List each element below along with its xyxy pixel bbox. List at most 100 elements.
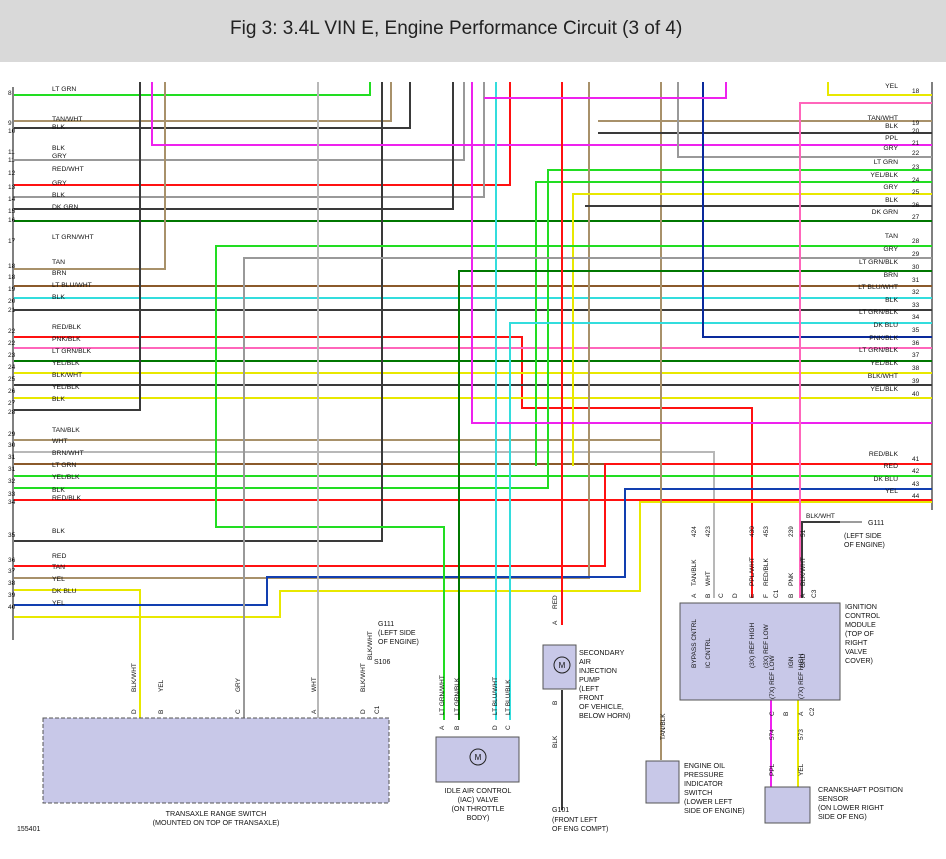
- left-wire-label: GRY: [52, 180, 67, 187]
- icm-pin-letter: C: [718, 593, 725, 598]
- ground-name: G101: [552, 807, 569, 814]
- right-wire-label: PPL: [885, 135, 898, 142]
- oil-switch-wire-label: TAN/BLK: [660, 713, 667, 740]
- wire-red-blk: [14, 336, 753, 598]
- wire-tan-blk: [14, 82, 662, 441]
- right-wire-label: LT GRN: [874, 159, 898, 166]
- left-pin-number: 21: [8, 307, 16, 314]
- icm-ground-wire-label: BLK/WHT: [806, 513, 835, 520]
- left-pin-number: 30: [8, 442, 16, 449]
- wire-lt-grn: [14, 82, 371, 96]
- right-wire-label: BRN: [884, 272, 898, 279]
- wire-blk-5: [14, 82, 383, 542]
- wire-red-wht: [14, 82, 511, 186]
- wire-yel-blk-3: [14, 169, 932, 489]
- trs-pin-letter: B: [158, 710, 165, 714]
- left-pin-number: 25: [8, 376, 16, 383]
- left-pin-number: 11: [8, 157, 15, 164]
- icm-pin-letter: C1: [773, 589, 780, 598]
- oil-switch-caption: INDICATOR: [684, 779, 723, 788]
- icm-circuit: 51: [800, 529, 807, 537]
- left-pin-number: 11: [8, 149, 15, 156]
- left-wire-label: YEL/BLK: [52, 360, 80, 367]
- icm-wire-color: PPL: [769, 763, 776, 776]
- wire-r-dk-blu: [702, 82, 932, 338]
- left-pin-number: 23: [8, 352, 16, 359]
- right-pin-number: 19: [912, 120, 920, 127]
- wire-wht: [14, 451, 715, 598]
- icm-pin-letter: B: [783, 712, 790, 716]
- oil-switch-caption: SIDE OF ENGINE): [684, 806, 745, 815]
- left-wire-label: RED/WHT: [52, 166, 84, 173]
- left-pin-number: 8: [8, 90, 12, 97]
- wire-dk-blu: [14, 488, 932, 606]
- air-pump-caption: (LEFT: [579, 684, 600, 693]
- left-wire-label: YEL/BLK: [52, 384, 80, 391]
- icm-pin-func: (7X) REF HIGH: [798, 654, 805, 699]
- left-pin-number: 40: [8, 604, 16, 611]
- right-pin-number: 31: [912, 277, 920, 284]
- left-pin-number: 18: [8, 274, 16, 281]
- right-wire-label: DK BLU: [873, 322, 898, 329]
- diagram-frame: [12, 82, 933, 640]
- iac-wire-color: LT BLU/BLK: [505, 679, 512, 715]
- right-pin-number: 21: [912, 140, 920, 147]
- icm-wire-color: YEL: [798, 763, 805, 776]
- air-pump-caption: BELOW HORN): [579, 711, 631, 720]
- left-pin-number: 31: [8, 466, 16, 473]
- left-wire-label: BLK: [52, 294, 65, 301]
- iac-wire-color: LT BLU/WHT: [492, 677, 499, 715]
- iac-caption: IDLE AIR CONTROL: [445, 786, 512, 795]
- figure-id: 155401: [17, 826, 40, 833]
- right-pin-number: 28: [912, 238, 920, 245]
- icm-title: VALVE: [845, 647, 867, 656]
- left-pin-number: 13: [8, 184, 16, 191]
- right-pin-number: 37: [912, 352, 920, 359]
- left-pin-number: 34: [8, 499, 16, 506]
- ground-location: OF ENGINE): [844, 542, 885, 549]
- left-wire-label: TAN: [52, 564, 65, 571]
- right-pin-number: 40: [912, 391, 920, 398]
- left-pin-number: 35: [8, 532, 16, 539]
- iac-pin-letter: D: [492, 725, 499, 730]
- left-pin-number: 38: [8, 580, 16, 587]
- icm-pin-letter: C2: [809, 707, 816, 716]
- icm-pin-func: (3X) REF LOW: [763, 623, 770, 668]
- icm-pin-letter: D: [732, 593, 739, 598]
- left-wire-label: BRN/WHT: [52, 450, 84, 457]
- air-pump-caption: PUMP: [579, 675, 600, 684]
- left-wire-label: LT GRN: [52, 86, 76, 93]
- iac-pin-letter: A: [439, 725, 446, 730]
- oil-switch-caption: PRESSURE: [684, 770, 724, 779]
- left-wire-label: TAN/BLK: [52, 427, 80, 434]
- trs-wire-color: YEL: [158, 679, 165, 692]
- figure-header: Fig 3: 3.4L VIN E, Engine Performance Ci…: [0, 0, 946, 62]
- left-pin-number: 12: [8, 170, 16, 177]
- right-wire-label: BLK: [885, 123, 898, 130]
- wire-red: [14, 463, 932, 567]
- icm-pin-letter: B: [705, 594, 712, 598]
- trs-ground-wire-label: BLK/WHT: [367, 631, 374, 660]
- right-wire-label: PNK/BLK: [869, 335, 898, 342]
- icm-circuit: 239: [788, 526, 795, 537]
- motor-icon-label: M: [559, 661, 566, 670]
- ckp-caption: (ON LOWER RIGHT: [818, 803, 884, 812]
- wire-r-gry-2: [572, 193, 932, 466]
- right-wire-label: GRY: [883, 145, 898, 152]
- left-wire-label: BLK/WHT: [52, 372, 82, 379]
- icm-title: COVER): [845, 656, 873, 665]
- icm-pin-func: BYPASS CNTRL: [691, 619, 698, 668]
- icm-title: CONTROL: [845, 611, 880, 620]
- air-pump-caption: OF VEHICLE,: [579, 702, 624, 711]
- air-pump-box: [542, 644, 577, 690]
- iac-wire-color: LT GRN/WHT: [439, 675, 446, 715]
- icm-wire-color: PPL/WHT: [749, 557, 756, 586]
- icm-wire-color: TAN/BLK: [691, 559, 698, 586]
- trs-pin-letter: D: [131, 709, 138, 714]
- icm-circuit: 573: [798, 729, 805, 740]
- right-pin-number: 43: [912, 481, 920, 488]
- icm-circuit: 430: [749, 526, 756, 537]
- wire-gry-2: [14, 82, 485, 198]
- motor-icon-label: M: [475, 753, 482, 762]
